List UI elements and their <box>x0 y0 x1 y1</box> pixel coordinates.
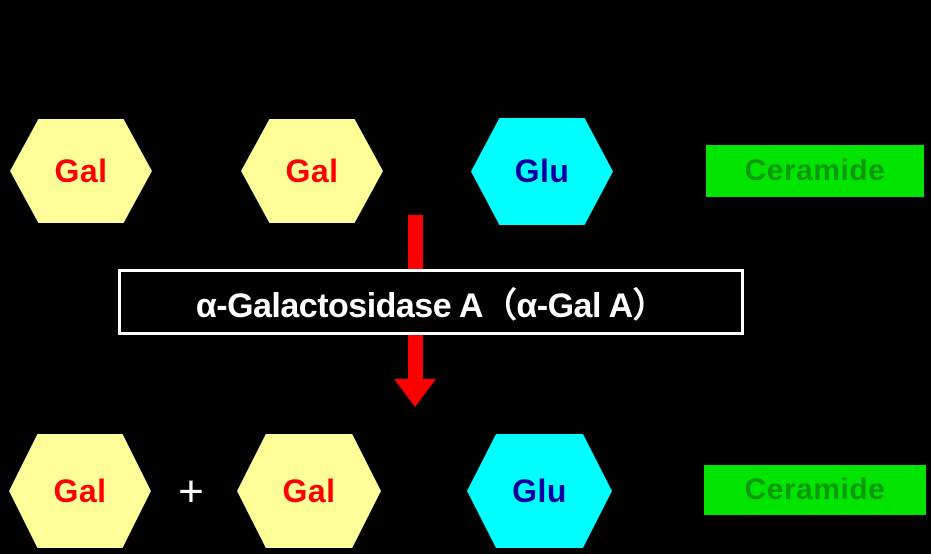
product-ceramide-box: Ceramide <box>704 465 926 515</box>
substrate-gal-hexagon-2: Gal <box>241 119 383 223</box>
down-arrow-shaft-upper <box>408 215 423 269</box>
substrate-gal-label-2: Gal <box>285 152 339 189</box>
product-glu-label: Glu <box>512 472 567 509</box>
product-gal-label-released: Gal <box>53 472 107 509</box>
down-arrow-shaft-lower <box>408 335 423 379</box>
substrate-gal-hexagon-1: Gal <box>10 119 152 223</box>
product-gal-hexagon-released: Gal <box>9 434 151 548</box>
product-gal-label: Gal <box>282 472 336 509</box>
down-arrow-head-icon <box>394 379 436 407</box>
substrate-ceramide-box: Ceramide <box>706 145 924 197</box>
product-gal-hexagon: Gal <box>237 434 381 548</box>
enzyme-label: α-Galactosidase A（α-Gal A） <box>195 286 667 325</box>
plus-sign: + <box>178 467 204 516</box>
product-ceramide-label: Ceramide <box>744 473 886 506</box>
substrate-glu-hexagon: Glu <box>471 118 613 225</box>
substrate-gal-label-1: Gal <box>54 152 108 189</box>
substrate-ceramide-label: Ceramide <box>744 154 886 187</box>
substrate-glu-label: Glu <box>514 153 570 189</box>
enzyme-label-box: α-Galactosidase A（α-Gal A） <box>118 269 744 335</box>
product-glu-hexagon: Glu <box>467 434 612 548</box>
